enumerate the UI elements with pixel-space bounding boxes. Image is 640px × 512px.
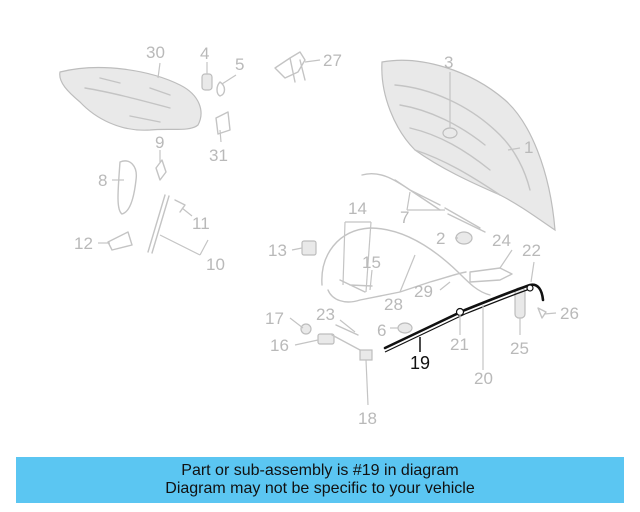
callout-14: 14: [348, 199, 367, 218]
banner-line-1: Part or sub-assembly is #19 in diagram: [181, 462, 459, 479]
callout-18: 18: [358, 409, 377, 428]
callout-24: 24: [492, 231, 511, 250]
callout-28: 28: [384, 295, 403, 314]
callout-15: 15: [362, 253, 381, 272]
parts-diagram: 1 2 22 3 4 5 6 7 8 9 10 11 12 13 14 15 1…: [59, 43, 579, 428]
callout-17: 17: [265, 309, 284, 328]
callout-29: 29: [414, 282, 433, 301]
callout-22: 22: [522, 241, 541, 260]
callout-25: 25: [510, 339, 529, 358]
callout-16: 16: [270, 336, 289, 355]
callout-30: 30: [146, 43, 165, 62]
hood-panel-drawing: [381, 59, 556, 232]
callout-12: 12: [74, 234, 93, 253]
callout-27: 27: [323, 51, 342, 70]
callout-3: 3: [444, 53, 453, 72]
callout-8: 8: [98, 171, 107, 190]
callout-19-highlighted: 19: [410, 353, 430, 373]
callout-6: 6: [377, 321, 386, 340]
callout-21: 21: [450, 335, 469, 354]
hinge-drawing: [274, 51, 306, 83]
release-cable-drawing: [383, 283, 545, 353]
small-parts-drawing: [155, 73, 231, 181]
info-banner: Part or sub-assembly is #19 in diagram D…: [16, 457, 624, 503]
callout-23: 23: [316, 305, 335, 324]
callout-20: 20: [474, 369, 493, 388]
callout-2: 2: [436, 229, 445, 248]
callout-5: 5: [235, 55, 244, 74]
callout-13: 13: [268, 241, 287, 260]
callout-9: 9: [155, 133, 164, 152]
callout-26: 26: [560, 304, 579, 323]
callout-31: 31: [209, 146, 228, 165]
latch-and-brackets-drawing: [301, 173, 513, 283]
leader-lines: [98, 59, 557, 406]
callout-1: 1: [524, 138, 533, 157]
callout-7: 7: [400, 208, 409, 227]
banner-line-2: Diagram may not be specific to your vehi…: [165, 480, 475, 497]
callout-11: 11: [192, 214, 210, 233]
callout-4: 4: [200, 44, 209, 63]
callout-10: 10: [206, 255, 225, 274]
prop-rod-drawing: [107, 160, 186, 254]
hood-insulator-drawing: [59, 66, 202, 131]
